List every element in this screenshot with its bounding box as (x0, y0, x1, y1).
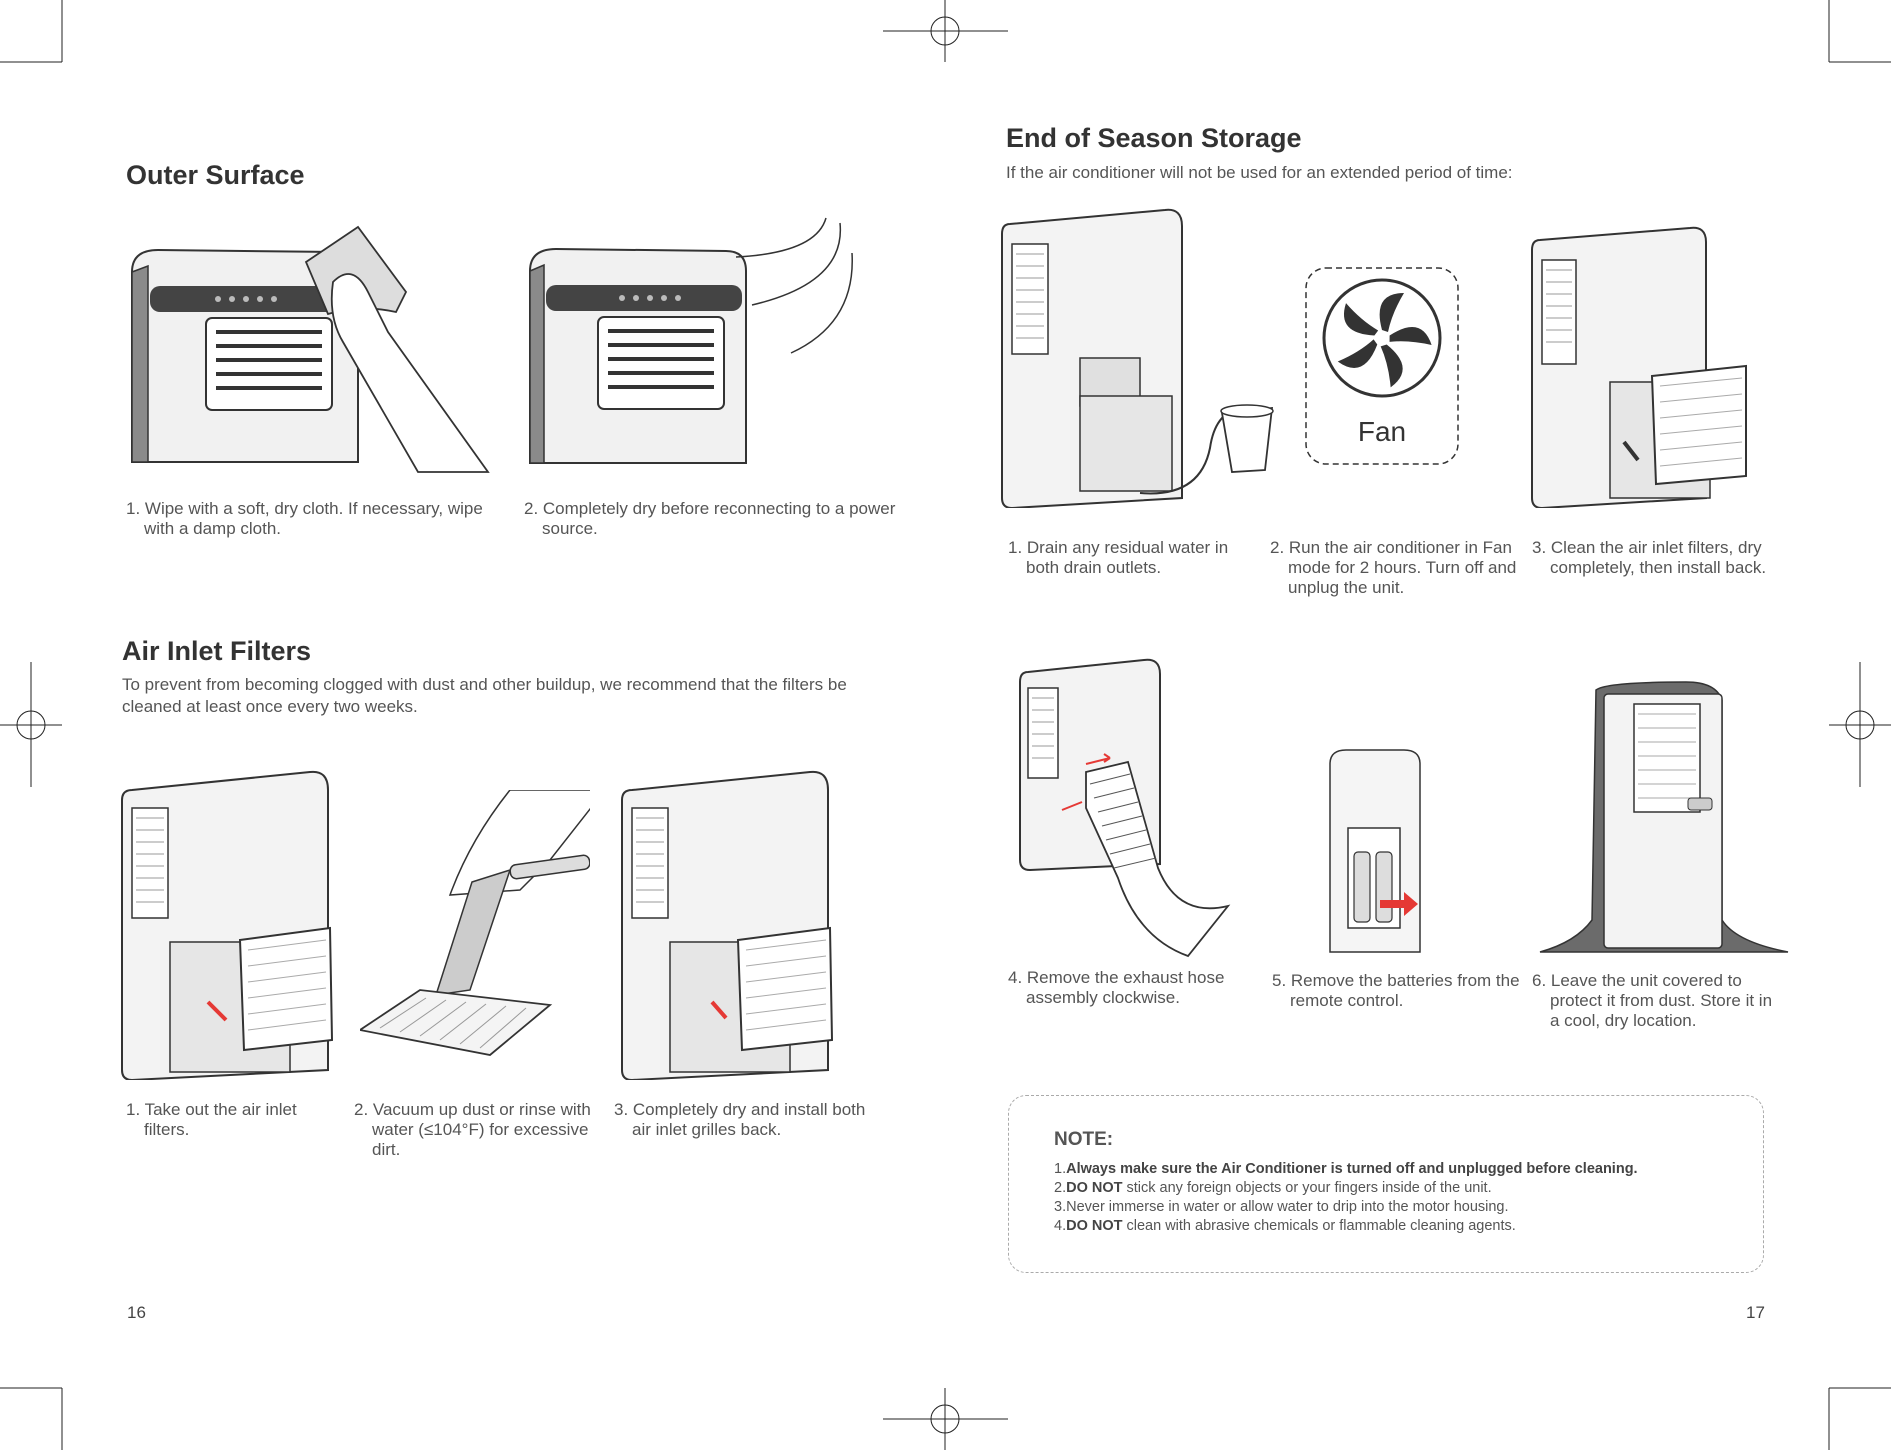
note-line-3: 3.Never immerse in water or allow water … (1054, 1198, 1638, 1217)
note-line-4: 4.DO NOT clean with abrasive chemicals o… (1054, 1217, 1638, 1236)
wipe-cloth-illustration (128, 222, 498, 474)
note-line-1: 1.Always make sure the Air Conditioner i… (1054, 1160, 1638, 1179)
page-number-right: 17 (1746, 1303, 1765, 1323)
storage-step-3: 3. Clean the air inlet filters, dry comp… (1532, 538, 1780, 578)
drain-water-illustration (1000, 208, 1280, 508)
air-filter-step-1: 1. Take out the air inlet filters. (126, 1100, 344, 1140)
storage-step-5: 5. Remove the batteries from the remote … (1272, 971, 1530, 1011)
storage-step-6: 6. Leave the unit covered to protect it … (1532, 971, 1785, 1031)
air-filter-step-3: 3. Completely dry and install both air i… (614, 1100, 872, 1140)
vacuum-filter-illustration (360, 790, 590, 1080)
page-number-left: 16 (127, 1303, 146, 1323)
air-inlet-filters-intro: To prevent from becoming clogged with du… (122, 674, 862, 718)
outer-surface-step-1: 1. Wipe with a soft, dry cloth. If neces… (126, 499, 499, 539)
note-box: NOTE: 1.Always make sure the Air Conditi… (1008, 1095, 1764, 1273)
fan-mode-label: Fan (1304, 416, 1460, 448)
exhaust-hose-illustration (1018, 658, 1233, 958)
storage-step-2: 2. Run the air conditioner in Fan mode f… (1270, 538, 1518, 598)
outer-surface-title: Outer Surface (126, 160, 305, 191)
dry-unit-illustration (526, 213, 866, 465)
install-filter-illustration (620, 770, 835, 1080)
remove-filter-illustration (120, 770, 335, 1080)
outer-surface-step-2: 2. Completely dry before reconnecting to… (524, 499, 897, 539)
air-inlet-filters-title: Air Inlet Filters (122, 636, 311, 667)
air-filter-step-2: 2. Vacuum up dust or rinse with water (≤… (354, 1100, 592, 1160)
end-of-season-intro: If the air conditioner will not be used … (1006, 162, 1766, 184)
clean-filter-illustration (1530, 226, 1750, 508)
remote-battery-illustration (1326, 748, 1426, 954)
note-line-2: 2.DO NOT stick any foreign objects or yo… (1054, 1179, 1638, 1198)
note-title: NOTE: (1054, 1129, 1113, 1151)
storage-step-1: 1. Drain any residual water in both drai… (1008, 538, 1248, 578)
note-lines: 1.Always make sure the Air Conditioner i… (1054, 1160, 1638, 1236)
covered-unit-illustration (1536, 680, 1792, 956)
end-of-season-title: End of Season Storage (1006, 123, 1302, 154)
storage-step-4: 4. Remove the exhaust hose assembly cloc… (1008, 968, 1251, 1008)
